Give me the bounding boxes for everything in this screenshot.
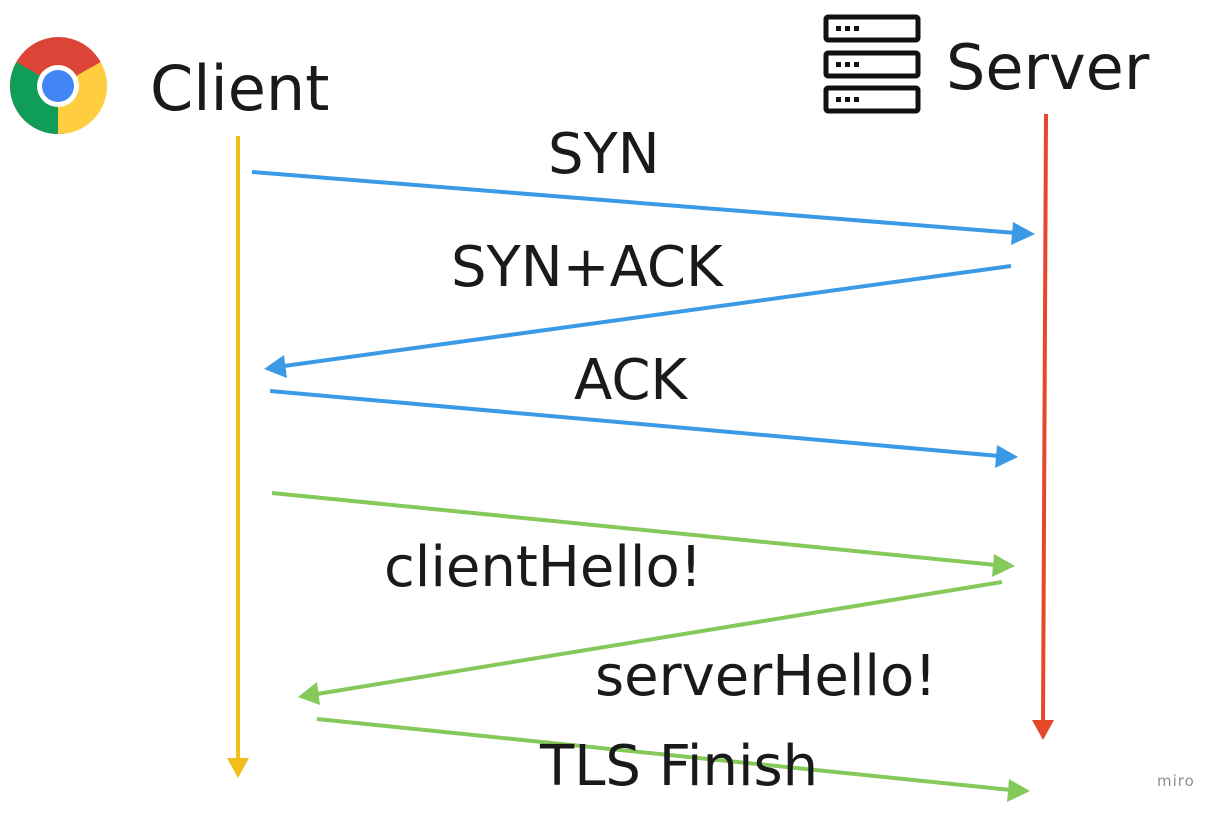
chrome-icon — [9, 37, 108, 135]
message-arrow-server-hello — [298, 580, 1003, 705]
message-label-syn-ack: SYN+ACK — [451, 235, 723, 300]
server-lifeline — [1041, 113, 1048, 725]
server-lifeline-arrowhead — [1032, 720, 1054, 740]
message-label-tls-finish: TLS Finish — [540, 734, 819, 799]
message-arrow-client-hello — [271, 491, 1015, 577]
message-arrow-tls-finish — [316, 717, 1030, 802]
message-label-client-hello: clientHello! — [384, 535, 703, 600]
server-label: Server — [946, 31, 1150, 104]
message-arrow-ack — [269, 389, 1018, 468]
miro-watermark: miro — [1157, 772, 1195, 790]
message-label-server-hello: serverHello! — [595, 644, 937, 709]
client-label: Client — [150, 52, 330, 125]
server-rack-leds — [836, 26, 859, 102]
server-rack-icon — [823, 14, 921, 114]
client-lifeline-arrowhead — [227, 758, 249, 778]
message-label-syn: SYN — [548, 122, 660, 187]
message-label-ack: ACK — [574, 348, 688, 413]
message-arrow-syn-ack — [264, 264, 1012, 378]
message-arrow-syn — [251, 170, 1035, 245]
